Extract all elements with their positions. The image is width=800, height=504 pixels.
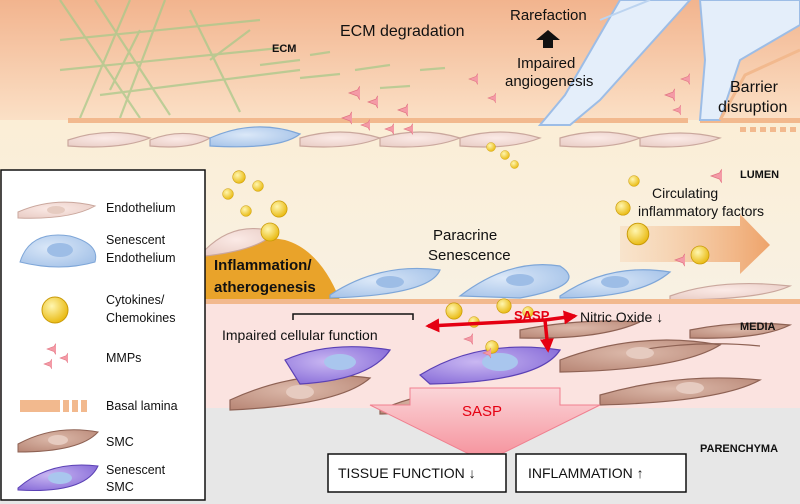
svg-text:Chemokines: Chemokines: [106, 311, 175, 325]
circulating-label: Circulating: [652, 185, 718, 201]
smc-layer: [229, 320, 793, 415]
svg-text:MMPs: MMPs: [106, 351, 141, 365]
sasp-small-label: SASP: [514, 308, 550, 323]
impaired-cellular-function-label: Impaired cellular function: [222, 327, 378, 343]
legend-mmps: MMPs: [43, 341, 141, 371]
paracrine-label: Paracrine: [433, 227, 497, 244]
svg-text:Cytokines/: Cytokines/: [106, 293, 165, 307]
sasp-big-label: SASP: [462, 403, 502, 420]
svg-text:Basal lamina: Basal lamina: [106, 399, 178, 413]
barrier-disruption-line1: Barrier: [730, 79, 779, 96]
legend-basal-lamina: Basal lamina: [20, 399, 178, 413]
svg-text:SMC: SMC: [106, 480, 134, 494]
senescent-smc-cells: [284, 346, 561, 385]
vessel-sprout: [537, 0, 800, 126]
impaired-function-bracket: [292, 313, 414, 320]
endothelium-top-row: [67, 126, 722, 148]
atherogenesis-plaque: [205, 237, 340, 300]
ecm-fibers: [59, 0, 446, 119]
atherogenesis-label: atherogenesis: [214, 279, 316, 296]
ecm-region: [0, 0, 800, 120]
legend-senescent-smc: Senescent SMC: [17, 463, 166, 494]
svg-text:Senescent: Senescent: [106, 233, 166, 247]
barrier-lamina-dashes: [740, 127, 796, 132]
svg-text:SMC: SMC: [106, 435, 134, 449]
inflammation-label: Inflammation/: [214, 257, 312, 274]
parenchyma-label: PARENCHYMA: [700, 443, 778, 455]
endothelium-bottom-row: [204, 228, 793, 301]
legend-cytokines: Cytokines/ Chemokines: [41, 293, 175, 325]
impaired-angiogenesis-line2: angiogenesis: [505, 73, 593, 90]
basal-lamina-top: [68, 118, 800, 123]
outcome-tissue-function: TISSUE FUNCTION ↓: [327, 453, 507, 493]
rarefaction-label: Rarefaction: [510, 7, 587, 24]
impaired-angiogenesis-line1: Impaired: [517, 55, 575, 72]
ecm-label: ECM: [272, 43, 296, 55]
barrier-disruption-line2: disruption: [718, 99, 787, 116]
lumen-label: LUMEN: [740, 169, 779, 181]
legend-endothelium: Endothelium: [17, 201, 176, 219]
ecm-degradation-label: ECM degradation: [340, 23, 465, 40]
nitric-oxide-label: Nitric Oxide ↓: [580, 309, 663, 325]
inflammatory-factors-label: inflammatory factors: [638, 203, 764, 219]
sasp-red-arrows: [425, 310, 578, 353]
tissue-function-text: TISSUE FUNCTION ↓: [338, 465, 476, 481]
svg-text:Senescent: Senescent: [106, 463, 166, 477]
outcome-inflammation: INFLAMMATION ↑: [515, 453, 687, 493]
sasp-big-arrow: [369, 387, 601, 463]
inflammation-outcome-text: INFLAMMATION ↑: [528, 465, 644, 481]
svg-text:Endothelium: Endothelium: [106, 201, 176, 215]
legend-senescent-endothelium: Senescent Endothelium: [19, 233, 176, 268]
media-label: MEDIA: [740, 321, 776, 333]
legend-smc: SMC: [17, 429, 134, 453]
rarefaction-arrow: [536, 30, 560, 48]
blood-flow-arrow: [620, 214, 770, 274]
senescence-label: Senescence: [428, 247, 511, 264]
svg-text:Endothelium: Endothelium: [106, 251, 176, 265]
legend: Endothelium Senescent Endothelium Cytoki…: [0, 169, 206, 501]
